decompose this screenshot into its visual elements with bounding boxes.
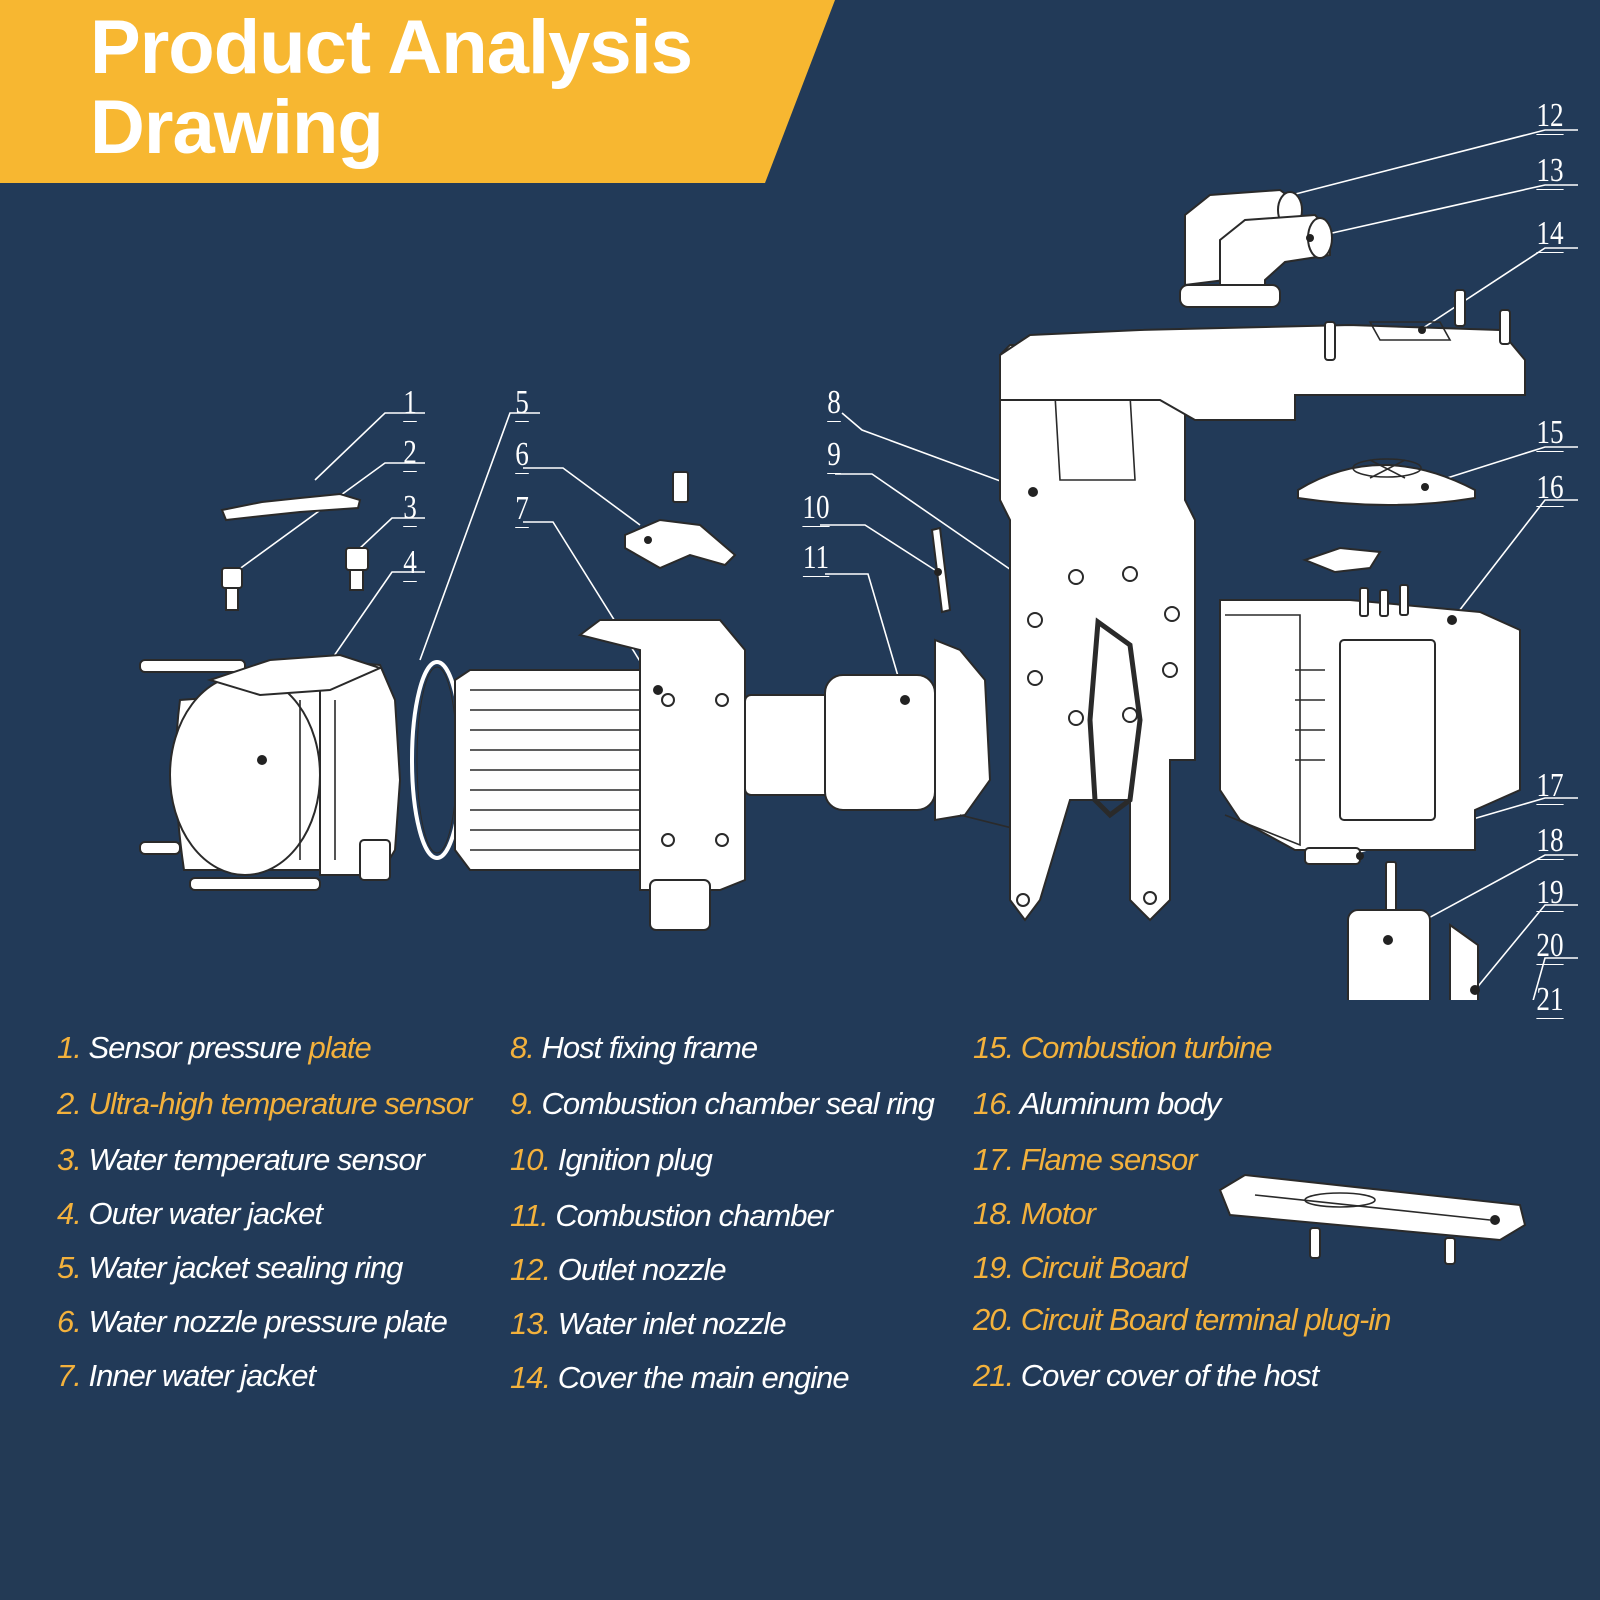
- legend-item-13: 13. Water inlet nozzle: [510, 1306, 787, 1341]
- exploded-diagram: [139, 129, 1578, 1000]
- leader-6: [523, 467, 641, 526]
- leader-18: [1387, 854, 1578, 941]
- part-ignition-plug: [930, 526, 952, 614]
- title-line-1: Product Analysis: [90, 5, 693, 90]
- legend-item-9: 9. Combustion chamber seal ring: [510, 1086, 935, 1121]
- legend-item-3: 3. Water temperature sensor: [57, 1142, 425, 1177]
- leader-8: [841, 412, 1031, 493]
- legend-item-6: 6. Water nozzle pressure plate: [57, 1304, 448, 1339]
- part-combustion-chamber: [744, 638, 1031, 911]
- part-cover-of-host: [1218, 1173, 1527, 1265]
- legend-item-1: 1. Sensor pressure plate: [57, 1030, 372, 1065]
- legend-item-11: 11. Combustion chamber: [510, 1198, 833, 1233]
- legend-item-21: 21. Cover cover of the host: [973, 1358, 1319, 1393]
- title-banner: [0, 0, 835, 183]
- page-title: Product Analysis Drawing: [90, 5, 693, 170]
- parts-legend: 1. Sensor pressure plate 2. Ultra-high t…: [0, 1000, 1600, 1400]
- leader-1: [314, 412, 425, 481]
- part-water-temp-sensor: [345, 547, 369, 591]
- legend-item-18: 18. Motor: [973, 1196, 1096, 1231]
- leader-15: [1424, 446, 1578, 486]
- part-sensor-pressure-plate: [220, 492, 362, 522]
- leader-lines: [237, 129, 1578, 1000]
- part-combustion-chamber-seal-ring: [1087, 617, 1143, 819]
- diagram-lower: [1218, 1173, 1527, 1265]
- legend-item-7: 7. Inner water jacket: [57, 1358, 316, 1393]
- legend-item-16: 16. Aluminum body: [973, 1086, 1221, 1121]
- leader-12: [1279, 129, 1578, 199]
- legend-item-20: 20. Circuit Board terminal plug-in: [973, 1302, 1391, 1337]
- legend-item-10: 10. Ignition plug: [510, 1142, 713, 1177]
- part-water-inlet-nozzle: [1179, 213, 1333, 308]
- legend-item-2: 2. Ultra-high temperature sensor: [57, 1086, 472, 1121]
- leader-2: [237, 462, 425, 571]
- legend-item-4: 4. Outer water jacket: [57, 1196, 323, 1231]
- leader-11: [825, 573, 906, 701]
- part-water-nozzle-pressure-plate: [624, 471, 737, 570]
- leader-19: [1474, 904, 1578, 991]
- part-ultra-high-temp-sensor: [221, 567, 243, 611]
- part-outer-water-jacket: [139, 653, 402, 891]
- part-cover-main-engine: [999, 289, 1526, 421]
- part-flame-sensor: [1304, 847, 1364, 865]
- legend-item-8: 8. Host fixing frame: [510, 1030, 758, 1065]
- legend-item-12: 12. Outlet nozzle: [510, 1252, 727, 1287]
- part-aluminum-body: [1219, 546, 1521, 851]
- leader-5: [419, 412, 540, 661]
- legend-item-14: 14. Cover the main engine: [510, 1360, 850, 1395]
- leader-20: [1532, 957, 1578, 1000]
- legend-item-5: 5. Water jacket sealing ring: [57, 1250, 403, 1285]
- legend-item-15: 15. Combustion turbine: [973, 1030, 1273, 1065]
- part-circuit-board: [1449, 923, 1480, 1000]
- title-line-2: Drawing: [90, 85, 384, 170]
- part-motor: [1347, 861, 1431, 1000]
- part-combustion-turbine: [1297, 458, 1476, 506]
- bottom-band: [0, 1410, 1600, 1600]
- part-inner-water-jacket: [454, 619, 746, 931]
- leader-16: [1451, 499, 1578, 621]
- leader-3: [357, 517, 425, 551]
- legend-item-19: 19. Circuit Board: [973, 1250, 1188, 1285]
- leader-10: [820, 524, 936, 571]
- legend-item-17: 17. Flame sensor: [973, 1142, 1198, 1177]
- leader-13: [1309, 184, 1578, 239]
